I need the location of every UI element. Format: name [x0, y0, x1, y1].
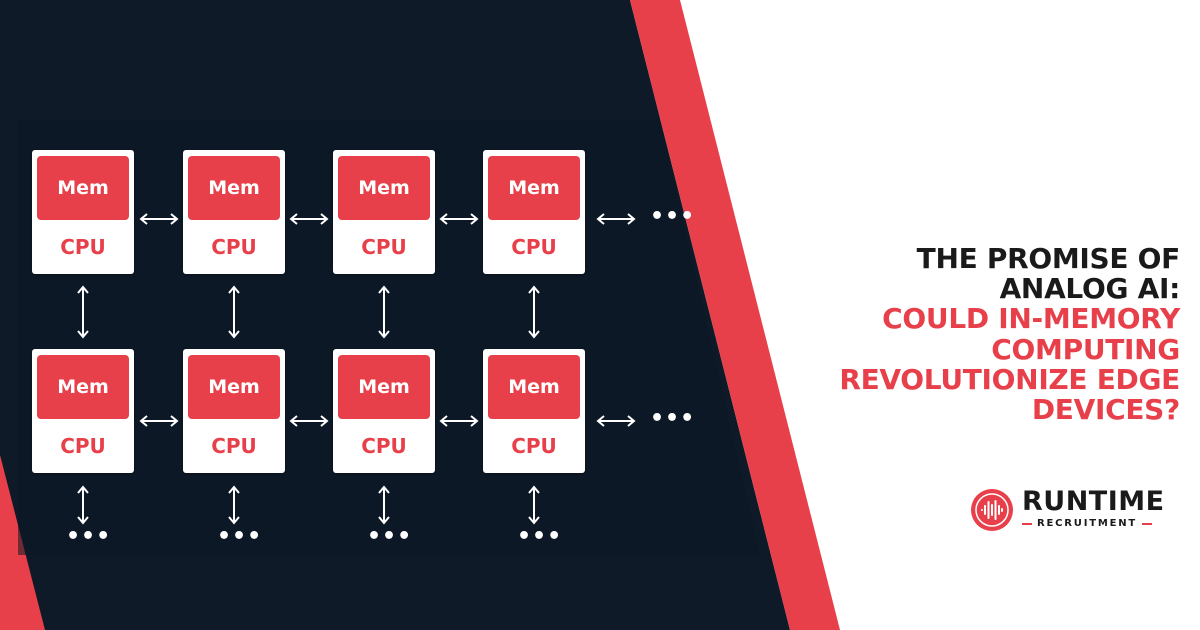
mem-block: Mem [488, 156, 580, 220]
cpu-label: CPU [211, 434, 257, 458]
cpu-label: CPU [361, 434, 407, 458]
node-r1-c3: Mem CPU [333, 150, 435, 274]
cpu-label: CPU [60, 434, 106, 458]
double-arrow-horizontal [596, 415, 636, 427]
double-arrow-horizontal [139, 415, 179, 427]
continuation-dots: ••• [650, 204, 696, 229]
cpu-label: CPU [211, 235, 257, 259]
headline-line-6: Devices? [1031, 393, 1180, 427]
cpu-label: CPU [511, 434, 557, 458]
headline-line-4: Computing [991, 332, 1180, 366]
headline-line-5: Revolutionize Edge [839, 362, 1180, 396]
node-r1-c4: Mem CPU [483, 150, 585, 274]
mem-block: Mem [37, 355, 129, 419]
double-arrow-horizontal [289, 415, 329, 427]
cpu-label: CPU [511, 235, 557, 259]
double-arrow-vertical [378, 485, 390, 525]
double-arrow-vertical [378, 285, 390, 339]
mem-block: Mem [338, 355, 430, 419]
double-arrow-vertical [77, 285, 89, 339]
tagline-dash-left [1022, 522, 1032, 525]
node-r2-c2: Mem CPU [183, 349, 285, 473]
continuation-dots: ••• [650, 406, 696, 431]
tagline-dash-right [1142, 522, 1153, 525]
node-r2-c4: Mem CPU [483, 349, 585, 473]
logo-tagline: RECRUITMENT [1037, 518, 1138, 529]
double-arrow-horizontal [139, 213, 179, 225]
mem-block: Mem [488, 355, 580, 419]
headline-line-2: Analog AI: [999, 272, 1181, 306]
continuation-dots: ••• [517, 524, 563, 549]
red-stripe-right [630, 0, 840, 630]
headline-line-3: Could In-Memory [882, 302, 1180, 336]
continuation-dots: ••• [217, 524, 263, 549]
double-arrow-vertical [228, 285, 240, 339]
double-arrow-horizontal [289, 213, 329, 225]
double-arrow-horizontal [439, 213, 479, 225]
double-arrow-horizontal [596, 213, 636, 225]
continuation-dots: ••• [66, 524, 112, 549]
node-r1-c2: Mem CPU [183, 150, 285, 274]
node-r1-c1: Mem CPU [32, 150, 134, 274]
logo-name: RUNTIME [1022, 486, 1165, 517]
node-r2-c3: Mem CPU [333, 349, 435, 473]
soundwave-circle-icon [971, 489, 1013, 531]
mem-block: Mem [37, 156, 129, 220]
node-r2-c1: Mem CPU [32, 349, 134, 473]
mem-block: Mem [188, 355, 280, 419]
double-arrow-vertical [77, 485, 89, 525]
mem-block: Mem [188, 156, 280, 220]
runtime-recruitment-logo[interactable]: RUNTIME RECRUITMENT [970, 486, 1170, 536]
mem-block: Mem [338, 156, 430, 220]
double-arrow-vertical [528, 485, 540, 525]
cpu-label: CPU [361, 235, 407, 259]
double-arrow-horizontal [439, 415, 479, 427]
continuation-dots: ••• [367, 524, 413, 549]
double-arrow-vertical [528, 285, 540, 339]
double-arrow-vertical [228, 485, 240, 525]
logo-tagline-row: RECRUITMENT [1022, 518, 1162, 529]
cpu-label: CPU [60, 235, 106, 259]
headline-line-1: The Promise of [916, 242, 1181, 275]
headline: The Promise of Analog AI: Could In-Memor… [800, 242, 1181, 427]
